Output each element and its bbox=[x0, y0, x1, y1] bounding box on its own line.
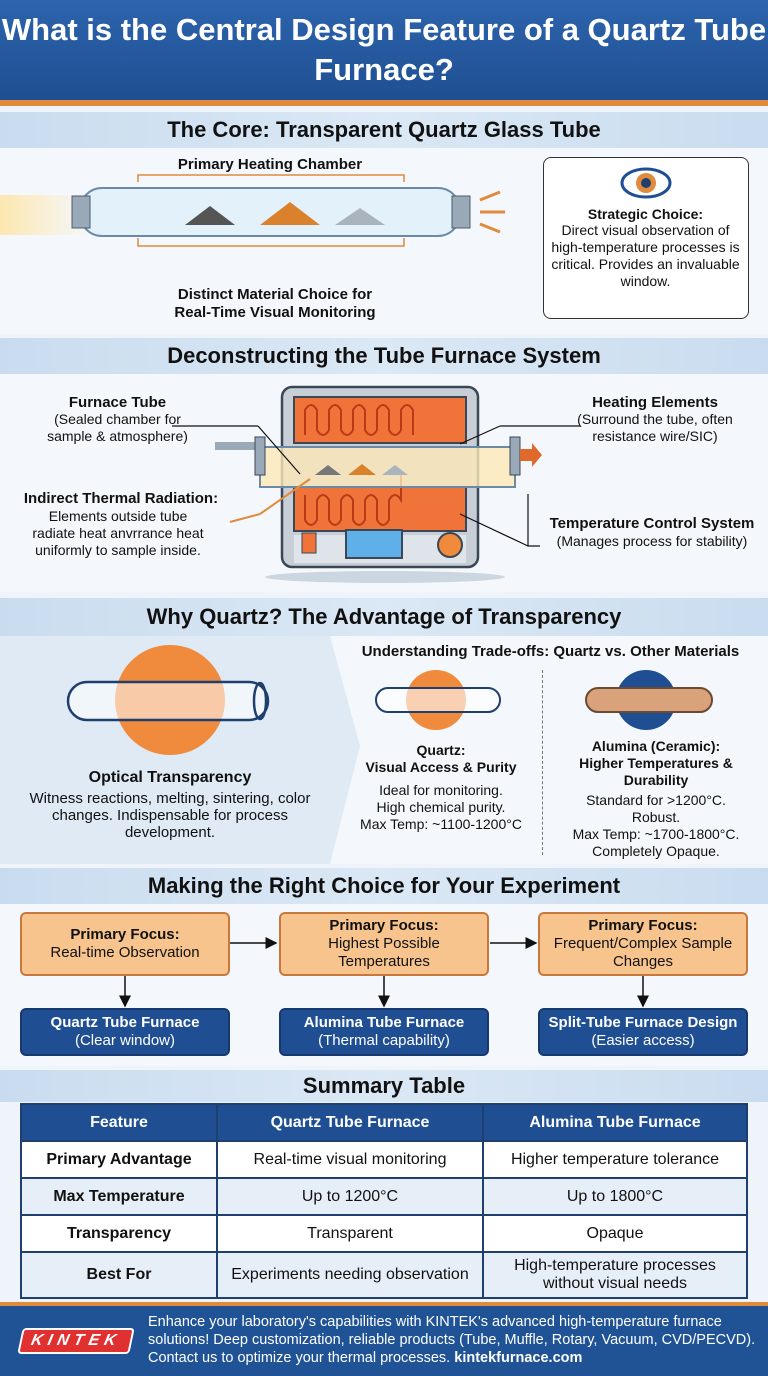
alumina-title: Alumina (Ceramic): Higher Temperatures &… bbox=[579, 738, 733, 788]
focus-text: Highest Possible Temperatures bbox=[328, 935, 440, 970]
cell: Max Temperature bbox=[20, 1177, 218, 1216]
section-title-why-quartz: Why Quartz? The Advantage of Transparenc… bbox=[0, 598, 768, 636]
result-sub: (Easier access) bbox=[591, 1032, 695, 1049]
alumina-line4: Completely Opaque. bbox=[592, 843, 720, 859]
quartz-tube-small-icon bbox=[375, 670, 501, 730]
eye-icon bbox=[620, 167, 672, 199]
cell: Transparent bbox=[216, 1214, 484, 1253]
focus-text: Frequent/Complex Sample Changes bbox=[553, 935, 733, 970]
result-title: Alumina Tube Furnace bbox=[303, 1014, 465, 1031]
page-title: What is the Central Design Feature of a … bbox=[0, 0, 768, 100]
quartz-tube-illustration bbox=[0, 174, 505, 247]
footer: KINTEK Enhance your laboratory's capabil… bbox=[0, 1306, 768, 1376]
section-title-core: The Core: Transparent Quartz Glass Tube bbox=[0, 112, 768, 148]
result-split-tube: Split-Tube Furnace Design(Easier access) bbox=[538, 1008, 748, 1056]
result-alumina: Alumina Tube Furnace(Thermal capability) bbox=[279, 1008, 489, 1056]
alumina-line2: Robust. bbox=[631, 809, 681, 825]
col-header: Feature bbox=[20, 1103, 218, 1142]
flow-arrows bbox=[119, 937, 649, 1008]
kintek-logo: KINTEK bbox=[17, 1328, 135, 1354]
cell: High-temperature processes without visua… bbox=[482, 1251, 748, 1299]
col-header: Alumina Tube Furnace bbox=[482, 1103, 748, 1142]
section-title-summary: Summary Table bbox=[0, 1070, 768, 1102]
focus-label: Primary Focus: bbox=[70, 926, 180, 943]
focus-label: Primary Focus: bbox=[329, 917, 439, 934]
alumina-block: Alumina (Ceramic): Higher Temperatures &… bbox=[550, 738, 762, 860]
optical-block: Optical Transparency Witness reactions, … bbox=[20, 768, 320, 841]
caption-line2: Real-Time Visual Monitoring bbox=[174, 304, 376, 321]
quartz-line1: Ideal for monitoring. bbox=[379, 782, 503, 798]
temp-control-title: Temperature Control System bbox=[549, 515, 755, 532]
radiation-title: Indirect Thermal Radiation: bbox=[23, 490, 219, 507]
cell: Up to 1200°C bbox=[216, 1177, 484, 1216]
furnace-tube-title: Furnace Tube bbox=[68, 394, 167, 411]
result-sub: (Thermal capability) bbox=[318, 1032, 450, 1049]
footer-link[interactable]: kintekfurnace.com bbox=[454, 1350, 583, 1366]
focus-text: Real-time Observation bbox=[50, 944, 200, 961]
alumina-line3: Max Temp: ~1700-1800°C. bbox=[572, 826, 740, 842]
cell: Real-time visual monitoring bbox=[216, 1140, 484, 1179]
strategic-title: Strategic Choice: bbox=[587, 206, 704, 222]
furnace-illustration bbox=[215, 385, 542, 583]
quartz-line3: Max Temp: ~1100-1200°C bbox=[360, 816, 522, 832]
divider bbox=[0, 100, 768, 106]
focus-box-sample-changes: Primary Focus:Frequent/Complex Sample Ch… bbox=[538, 912, 748, 976]
cell: Best For bbox=[20, 1251, 218, 1299]
cell: Opaque bbox=[482, 1214, 748, 1253]
cell: Experiments needing observation bbox=[216, 1251, 484, 1299]
result-quartz: Quartz Tube Furnace(Clear window) bbox=[20, 1008, 230, 1056]
focus-label: Primary Focus: bbox=[588, 917, 698, 934]
cell: Primary Advantage bbox=[20, 1140, 218, 1179]
divider bbox=[0, 1302, 768, 1307]
cell: Transparency bbox=[20, 1214, 218, 1253]
strategic-choice-card: Strategic Choice: Direct visual observat… bbox=[543, 157, 749, 319]
section-title-choice: Making the Right Choice for Your Experim… bbox=[0, 868, 768, 904]
quartz-line2: High chemical purity. bbox=[376, 799, 506, 815]
focus-box-observation: Primary Focus:Real-time Observation bbox=[20, 912, 230, 976]
heating-elements-text: (Surround the tube, often resistance wir… bbox=[577, 411, 733, 444]
transparent-tube-icon bbox=[66, 645, 270, 755]
caption-line1: Distinct Material Choice for bbox=[177, 286, 373, 303]
focus-box-temperature: Primary Focus:Highest Possible Temperatu… bbox=[279, 912, 489, 976]
alumina-tube-icon bbox=[585, 670, 713, 730]
radiation-text: Elements outside tube radiate heat anvrr… bbox=[32, 508, 204, 558]
result-sub: (Clear window) bbox=[74, 1032, 176, 1049]
optical-title: Optical Transparency bbox=[88, 769, 252, 786]
strategic-text: Direct visual observation of high-temper… bbox=[551, 222, 740, 289]
callout-lines bbox=[172, 425, 580, 547]
cell: Higher temperature tolerance bbox=[482, 1140, 748, 1179]
quartz-title: Quartz: Visual Access & Purity bbox=[365, 742, 517, 775]
chamber-label: Primary Heating Chamber bbox=[177, 156, 363, 173]
result-title: Split-Tube Furnace Design bbox=[548, 1014, 738, 1031]
section-title-system: Deconstructing the Tube Furnace System bbox=[0, 338, 768, 374]
heating-elements-title: Heating Elements bbox=[592, 394, 718, 411]
footer-text: Enhance your laboratory's capabilities w… bbox=[148, 1314, 756, 1366]
temp-control-text: (Manages process for stability) bbox=[556, 533, 748, 549]
divider bbox=[542, 670, 543, 855]
result-title: Quartz Tube Furnace bbox=[50, 1014, 200, 1031]
tradeoff-title: Understanding Trade-offs: Quartz vs. Oth… bbox=[361, 643, 740, 660]
optical-text: Witness reactions, melting, sintering, c… bbox=[29, 790, 311, 841]
quartz-block: Quartz: Visual Access & Purity Ideal for… bbox=[345, 742, 537, 833]
furnace-tube-text: (Sealed chamber for sample & atmosphere) bbox=[47, 411, 188, 444]
cell: Up to 1800°C bbox=[482, 1177, 748, 1216]
col-header: Quartz Tube Furnace bbox=[216, 1103, 484, 1142]
alumina-line1: Standard for >1200°C. bbox=[586, 792, 726, 808]
